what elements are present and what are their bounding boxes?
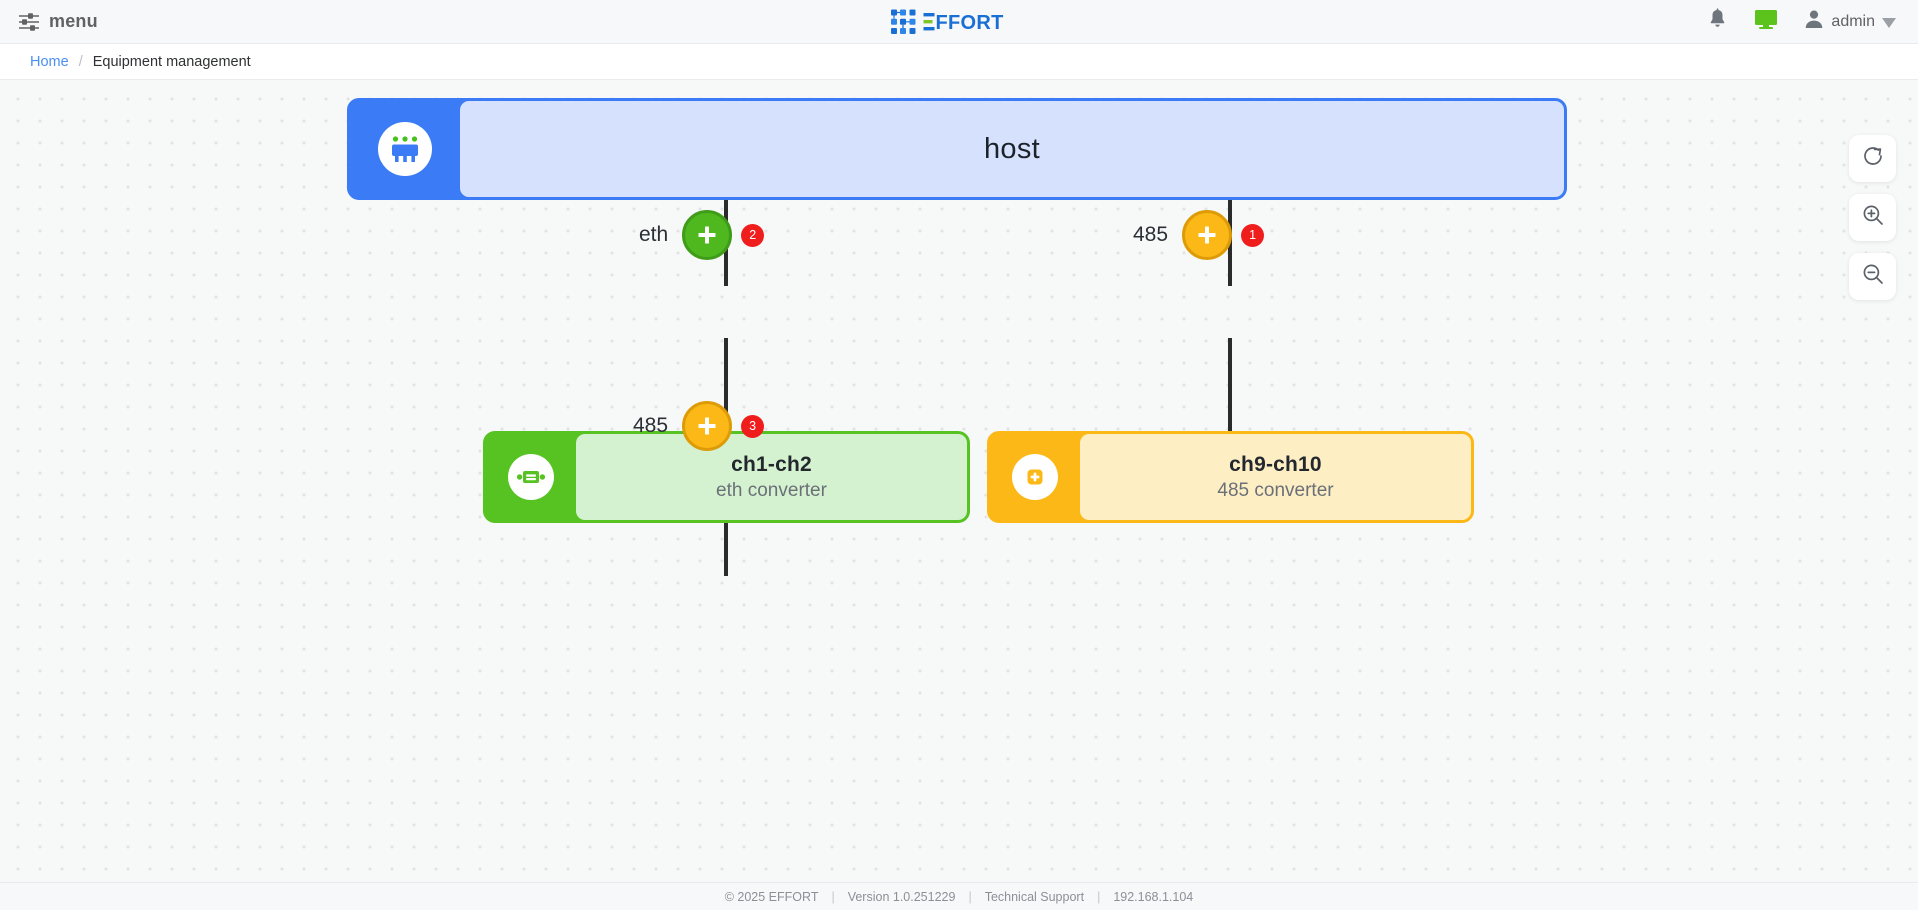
- svg-text:FFORT: FFORT: [936, 12, 1004, 33]
- connector-485-host-label: 485: [1133, 223, 1169, 246]
- node-eth-converter[interactable]: ch1-ch2 eth converter: [483, 431, 970, 523]
- eth-converter-icon: [508, 454, 554, 500]
- refresh-button[interactable]: [1849, 135, 1896, 182]
- 485-converter-icon: [1012, 454, 1058, 500]
- logo-wordmark: FFORT: [923, 11, 1028, 33]
- add-485-device-button[interactable]: 1: [1182, 210, 1265, 260]
- footer-version: Version 1.0.251229: [847, 889, 956, 904]
- menu-label: menu: [49, 11, 98, 31]
- footer-separator: |: [831, 889, 835, 904]
- zoom-out-button[interactable]: [1849, 253, 1896, 300]
- monitor-icon[interactable]: [1754, 8, 1778, 35]
- breadcrumb-separator: /: [78, 53, 83, 70]
- connector-eth-badge[interactable]: 2: [741, 223, 765, 247]
- footer-separator: |: [1097, 889, 1101, 904]
- zoom-in-button[interactable]: [1849, 194, 1896, 241]
- user-avatar-icon: [1804, 9, 1824, 34]
- plus-icon: [695, 414, 719, 438]
- user-menu-button[interactable]: admin: [1804, 9, 1896, 34]
- plus-icon: [1195, 223, 1219, 247]
- node-485-converter[interactable]: ch9-ch10 485 converter: [987, 431, 1474, 523]
- connector-485-host: 485 1: [1133, 210, 1265, 260]
- 485-converter-body: ch9-ch10 485 converter: [1080, 434, 1471, 520]
- add-485-subdevice-button[interactable]: 3: [682, 401, 765, 451]
- connector-485-host-badge[interactable]: 1: [1241, 223, 1265, 247]
- sliders-icon: [18, 12, 40, 32]
- connector-eth-label: eth: [639, 223, 669, 246]
- footer-copyright: © 2025 EFFORT: [724, 889, 819, 904]
- add-eth-device-button[interactable]: 2: [682, 210, 765, 260]
- zoom-out-icon: [1862, 263, 1884, 290]
- host-title: host: [983, 132, 1040, 165]
- canvas-controls: [1849, 135, 1896, 300]
- eth-converter-subtitle: eth converter: [716, 479, 827, 501]
- eth-converter-icon-container: [486, 434, 576, 520]
- app-header: menu FFORT: [0, 0, 1918, 44]
- edge-485-to-ch9: [1228, 338, 1232, 433]
- app-footer: © 2025 EFFORT | Version 1.0.251229 | Tec…: [0, 882, 1918, 910]
- menu-toggle-button[interactable]: menu: [18, 11, 98, 32]
- connector-485-converter: 485 3: [633, 401, 765, 451]
- host-body: host: [460, 101, 1564, 197]
- zoom-in-icon: [1862, 204, 1884, 231]
- host-icon-container: [350, 101, 460, 197]
- topology-canvas[interactable]: host eth 2 485 1: [0, 80, 1918, 882]
- chevron-down-icon: [1882, 17, 1896, 28]
- footer-separator: |: [968, 889, 972, 904]
- footer-technical-support-link[interactable]: Technical Support: [984, 889, 1085, 904]
- 485-converter-title: ch9-ch10: [1229, 452, 1322, 476]
- header-actions: admin: [1707, 8, 1896, 35]
- eth-converter-title: ch1-ch2: [731, 452, 812, 476]
- node-host[interactable]: host: [347, 98, 1567, 200]
- breadcrumb-current-page: Equipment management: [92, 53, 251, 70]
- plus-icon: [695, 223, 719, 247]
- footer-ip-address: 192.168.1.104: [1113, 889, 1194, 904]
- eth-converter-body: ch1-ch2 eth converter: [576, 434, 967, 520]
- bell-icon[interactable]: [1707, 8, 1728, 35]
- 485-converter-subtitle: 485 converter: [1217, 479, 1334, 501]
- user-name-label: admin: [1831, 12, 1875, 30]
- connector-485-converter-label: 485: [633, 414, 669, 437]
- breadcrumb: Home / Equipment management: [0, 44, 1918, 80]
- edge-ch1-to-485: [724, 521, 728, 576]
- connector-485-converter-badge[interactable]: 3: [741, 414, 765, 438]
- edge-eth-to-ch1: [724, 338, 728, 433]
- breadcrumb-home-link[interactable]: Home: [30, 53, 69, 70]
- 485-converter-icon-container: [990, 434, 1080, 520]
- connector-eth: eth 2: [639, 210, 765, 260]
- app-logo: FFORT: [891, 9, 1028, 35]
- refresh-icon: [1862, 145, 1884, 172]
- chip-server-icon: [378, 122, 432, 176]
- circuit-grid-icon: [891, 9, 917, 35]
